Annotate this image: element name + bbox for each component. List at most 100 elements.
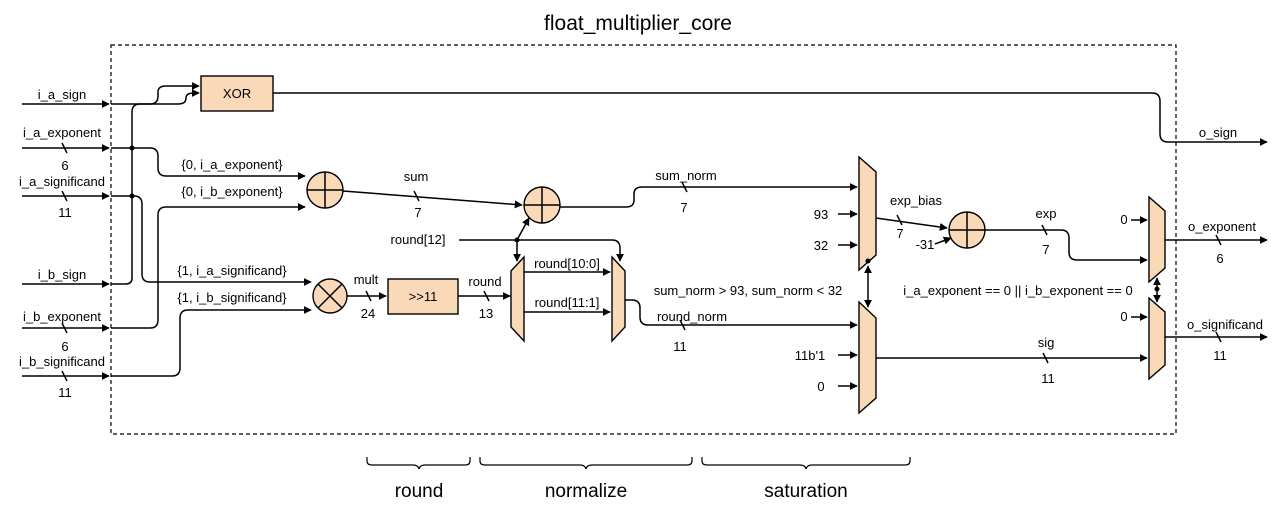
width-slash [61, 142, 68, 154]
junction-dot [865, 258, 871, 264]
width-i-b-exponent: 6 [61, 339, 68, 354]
width-slash [1215, 331, 1222, 343]
label-zero-cond: i_a_exponent == 0 || i_b_exponent == 0 [903, 283, 1132, 298]
normalize-stage: round[12] round[10:0] round[11:1] sum_no… [391, 168, 858, 354]
wire-b-sig-to-mult [111, 306, 312, 377]
label-round-norm: round_norm [657, 309, 727, 324]
sig-saturation-mux [858, 300, 877, 415]
label-a-sig-ext: {1, i_a_significand} [177, 263, 287, 278]
sig-output-mux [1148, 296, 1166, 381]
width-mult: 24 [361, 306, 375, 321]
output-select: 0 0 i_a_exponent == 0 || i_b_exponent ==… [903, 195, 1268, 381]
label-const-0-out-sig: 0 [1120, 309, 1127, 324]
label-i-b-sign: i_b_sign [38, 267, 86, 282]
exp-output-mux [1148, 195, 1166, 284]
wire-exp [985, 229, 1148, 264]
label-const-0-sig: 0 [817, 379, 824, 394]
width-slash [681, 181, 688, 193]
significand-mult-path: {1, i_a_significand} {1, i_b_significand… [111, 145, 511, 377]
width-slash [61, 322, 68, 334]
width-exp: 7 [1042, 242, 1049, 257]
label-sig: sig [1038, 335, 1055, 350]
label-round: round [468, 274, 501, 289]
brace-saturation [701, 457, 911, 470]
width-i-a-exponent: 6 [61, 158, 68, 173]
label-i-a-exponent: i_a_exponent [23, 125, 101, 140]
width-sig: 11 [1041, 371, 1055, 386]
exponent-adder [306, 171, 344, 209]
wire-exp-bias [875, 217, 948, 231]
label-i-a-significand: i_a_significand [19, 174, 105, 189]
wire-a-exp-to-adder [111, 147, 306, 180]
stage-label-normalize: normalize [545, 481, 627, 502]
label-sum: sum [404, 169, 429, 184]
wire-o-sign [273, 92, 1268, 146]
wire-bias-const [934, 236, 952, 245]
bias-adder [948, 211, 986, 249]
significand-multiplier [312, 278, 348, 314]
shift-label: >>11 [409, 289, 438, 304]
wire-sum [342, 190, 523, 209]
saturation-stage: 93 32 11b'1 0 sum_norm > 93, sum_norm < … [654, 155, 1148, 415]
label-const-11b1: 11b'1 [795, 348, 825, 363]
wire-sum-norm [560, 183, 858, 208]
label-exp-bias: exp_bias [890, 193, 943, 208]
normalize-mux [611, 255, 626, 343]
label-const-32: 32 [814, 238, 828, 253]
label-round-low: round[10:0] [534, 256, 600, 271]
width-slash [1042, 352, 1049, 364]
label-round-high: round[11:1] [535, 295, 600, 310]
junction-dot [1154, 286, 1160, 292]
label-sum-norm: sum_norm [655, 168, 716, 183]
width-slash [61, 370, 68, 382]
width-slash [483, 290, 490, 302]
label-a-exp-ext: {0, i_a_exponent} [181, 157, 283, 172]
junction-dot [129, 145, 135, 151]
input-ports: i_a_sign i_a_exponent 6 i_a_significand … [19, 87, 110, 400]
label-bias-const: -31 [916, 237, 935, 252]
label-o-sign: o_sign [1199, 125, 1237, 140]
junction-dot [514, 237, 520, 243]
label-i-b-exponent: i_b_exponent [23, 309, 101, 324]
label-o-significand: o_significand [1187, 317, 1263, 332]
label-sat-cond: sum_norm > 93, sum_norm < 32 [654, 283, 843, 298]
diagram-title: float_multiplier_core [544, 12, 732, 35]
label-round-bit: round[12] [391, 232, 446, 247]
wire-round-bit-to-mux2 [517, 239, 624, 262]
width-slash [61, 190, 68, 202]
wire-a-sig-to-mult [111, 195, 312, 286]
width-i-a-significand: 11 [58, 205, 72, 220]
width-exp-bias: 7 [896, 226, 903, 241]
stage-braces: round normalize saturation [366, 457, 911, 502]
label-i-b-significand: i_b_significand [19, 354, 105, 369]
label-const-93: 93 [814, 207, 828, 222]
shift-block [387, 278, 459, 315]
width-slash [896, 214, 903, 226]
width-slash [1215, 234, 1222, 246]
stage-label-saturation: saturation [764, 481, 847, 502]
label-b-exp-ext: {0, i_b_exponent} [181, 184, 283, 199]
wire-b-exp-to-adder [111, 203, 306, 329]
normalize-demux [510, 255, 525, 343]
width-slash [1041, 224, 1048, 236]
wire-b-sign-to-xor [111, 89, 200, 285]
width-sum-norm: 7 [680, 200, 687, 215]
width-o-significand: 11 [1213, 348, 1227, 363]
width-slash [365, 290, 372, 302]
normalize-adder [523, 186, 561, 224]
module-boundary [110, 44, 1177, 435]
brace-normalize [479, 457, 693, 470]
width-o-exponent: 6 [1216, 251, 1223, 266]
label-const-0-exp: 0 [1120, 212, 1127, 227]
label-o-exponent: o_exponent [1188, 219, 1256, 234]
label-b-sig-ext: {1, i_b_significand} [177, 290, 287, 305]
exponent-adder-path: {0, i_a_exponent} {0, i_b_exponent} sum … [111, 147, 523, 329]
sign-path: XOR o_sign [111, 75, 1268, 285]
exp-saturation-mux [858, 155, 877, 272]
stage-label-round: round [395, 481, 444, 502]
width-round-norm: 11 [673, 339, 687, 354]
width-sum: 7 [414, 205, 421, 220]
brace-round [366, 457, 471, 470]
label-mult: mult [354, 272, 379, 287]
label-exp: exp [1036, 206, 1057, 221]
